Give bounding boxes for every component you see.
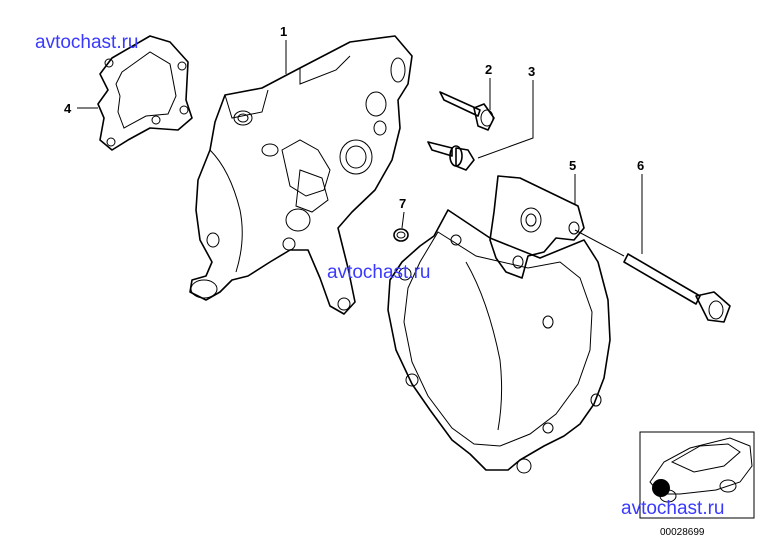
callout-5: 5 [569, 158, 576, 173]
callout-2: 2 [485, 62, 492, 77]
callout-4: 4 [64, 101, 72, 116]
callout-6: 6 [637, 158, 644, 173]
bell-housing-part-5 [387, 175, 611, 474]
bolt-part-2 [439, 91, 495, 131]
leader-lines [77, 40, 643, 257]
vehicle-thumbnail [639, 431, 755, 519]
gasket-part-4 [97, 35, 193, 151]
diagram-code: 00028699 [660, 527, 705, 538]
watermark-top-left: avtochast.ru [35, 32, 139, 53]
callout-7: 7 [399, 196, 406, 211]
flange-bolt-part-3 [427, 141, 475, 171]
housing-part-1 [189, 35, 413, 315]
watermark-center: avtochast.ru [327, 262, 431, 283]
callout-1: 1 [280, 24, 287, 39]
long-bolt-part-6 [623, 253, 731, 323]
callout-3: 3 [528, 64, 535, 79]
location-marker [652, 479, 670, 497]
watermark-bottom-right: avtochast.ru [621, 498, 725, 519]
o-ring-part-7 [393, 228, 409, 242]
